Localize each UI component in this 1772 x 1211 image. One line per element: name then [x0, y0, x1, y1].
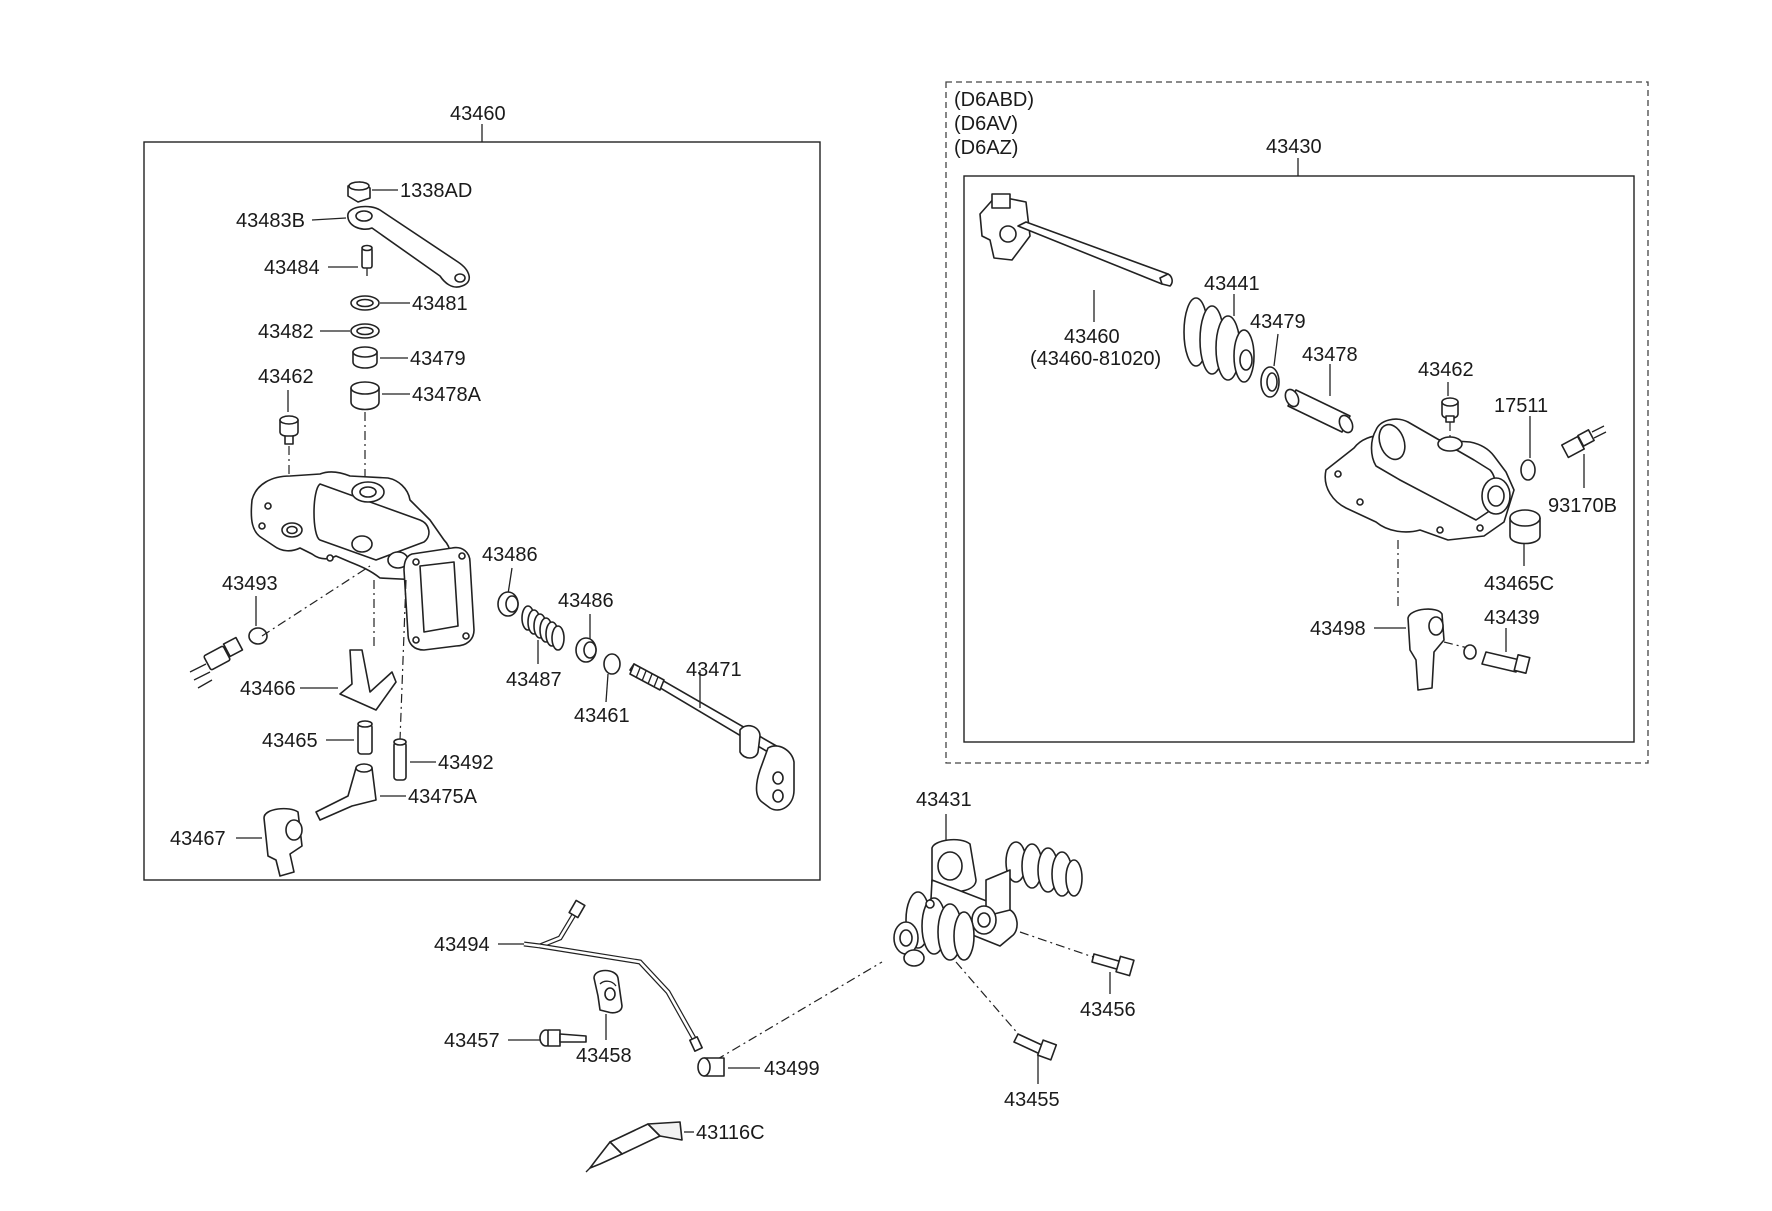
label-43483B[interactable]: 43483B [236, 210, 305, 232]
label-43499[interactable]: 43499 [764, 1058, 820, 1080]
right-assembly-frame [963, 175, 1635, 743]
clip-43458[interactable] [593, 969, 623, 1014]
switch-93170B[interactable] [1560, 425, 1607, 459]
lever-43483B[interactable] [347, 205, 470, 288]
housing-flange[interactable] [403, 546, 475, 651]
label-43460-right[interactable]: 43460 [1064, 326, 1120, 348]
washer-43481[interactable] [350, 295, 380, 311]
cup-43486a[interactable] [497, 591, 519, 617]
label-43462-left[interactable]: 43462 [258, 366, 314, 388]
label-43456[interactable]: 43456 [1080, 999, 1136, 1021]
label-43479-right[interactable]: 43479 [1250, 311, 1306, 333]
bolt-43456[interactable] [1091, 953, 1135, 977]
label-43460-81020[interactable]: (43460-81020) [1030, 348, 1161, 370]
label-43465C[interactable]: 43465C [1484, 573, 1554, 595]
oring-43461[interactable] [603, 653, 621, 675]
bush-43465C[interactable] [1509, 509, 1541, 545]
label-43465[interactable]: 43465 [262, 730, 318, 752]
label-43487[interactable]: 43487 [506, 669, 562, 691]
shift-cable-assy-43431[interactable] [893, 838, 1083, 967]
label-assembly-43460[interactable]: 43460 [450, 103, 506, 125]
pin-43492[interactable] [393, 738, 407, 781]
cap-43478A[interactable] [350, 381, 380, 411]
label-43457[interactable]: 43457 [444, 1030, 500, 1052]
oring-43493[interactable] [248, 627, 268, 645]
label-43431[interactable]: 43431 [916, 789, 972, 811]
variant-frame [945, 81, 1649, 764]
label-17511[interactable]: 17511 [1494, 395, 1548, 417]
boot-43441[interactable] [1183, 297, 1255, 383]
label-1338AD[interactable]: 1338AD [400, 180, 472, 202]
label-43462-right[interactable]: 43462 [1418, 359, 1474, 381]
label-43466[interactable]: 43466 [240, 678, 296, 700]
label-43479[interactable]: 43479 [410, 348, 466, 370]
lever-43467[interactable] [263, 807, 303, 877]
lever-43498[interactable] [1407, 608, 1445, 691]
rail-43460[interactable] [979, 193, 1173, 287]
pin-43484[interactable] [361, 244, 373, 277]
pin-43465[interactable] [357, 720, 373, 755]
variant-2[interactable]: (D6AV) [954, 113, 1018, 135]
label-43475A[interactable]: 43475A [408, 786, 478, 808]
washer-43439[interactable] [1463, 644, 1477, 660]
oring-17511[interactable] [1520, 459, 1536, 481]
variant-1[interactable]: (D6ABD) [954, 89, 1034, 111]
label-43467[interactable]: 43467 [170, 828, 226, 850]
label-43482[interactable]: 43482 [258, 321, 314, 343]
sealant-tube-43116C[interactable] [585, 1121, 683, 1173]
bush-43478[interactable] [1283, 387, 1355, 434]
nut-1338AD[interactable] [347, 181, 371, 203]
label-43498[interactable]: 43498 [1310, 618, 1366, 640]
ring-43479-right[interactable] [1260, 366, 1280, 398]
label-43484[interactable]: 43484 [264, 257, 320, 279]
fork-43475A[interactable] [315, 763, 377, 821]
plug-43462[interactable] [279, 415, 299, 445]
plug-43462-right[interactable] [1441, 397, 1459, 423]
label-43455[interactable]: 43455 [1004, 1089, 1060, 1111]
label-43439[interactable]: 43439 [1484, 607, 1540, 629]
shaft-43471[interactable] [629, 663, 795, 811]
label-43481[interactable]: 43481 [412, 293, 468, 315]
label-assembly-43430[interactable]: 43430 [1266, 136, 1322, 158]
label-43458[interactable]: 43458 [576, 1045, 632, 1067]
label-43116C[interactable]: 43116C [696, 1122, 765, 1144]
label-93170B[interactable]: 93170B [1548, 495, 1617, 517]
label-43493[interactable]: 43493 [222, 573, 278, 595]
label-43492[interactable]: 43492 [438, 752, 494, 774]
label-43471[interactable]: 43471 [686, 659, 742, 681]
label-43478A[interactable]: 43478A [412, 384, 482, 406]
variant-3[interactable]: (D6AZ) [954, 137, 1018, 159]
label-43478[interactable]: 43478 [1302, 344, 1358, 366]
bush-43479[interactable] [352, 346, 378, 369]
label-43494[interactable]: 43494 [434, 934, 490, 956]
spring-43487[interactable] [521, 605, 565, 651]
cup-43486b[interactable] [575, 637, 597, 663]
label-43461[interactable]: 43461 [574, 705, 630, 727]
bolt-43455[interactable] [1013, 1033, 1058, 1061]
label-43486-a[interactable]: 43486 [482, 544, 538, 566]
end-fitting-43499[interactable] [697, 1057, 725, 1077]
washer-43482[interactable] [350, 323, 380, 339]
shift-housing-right[interactable] [1324, 418, 1515, 541]
bolt-43439[interactable] [1481, 651, 1531, 675]
shift-housing[interactable] [250, 471, 451, 581]
bolt-43457[interactable] [539, 1029, 587, 1047]
pipe-43494[interactable] [523, 899, 703, 1052]
bracket-43466[interactable] [339, 649, 397, 711]
label-43486-b[interactable]: 43486 [558, 590, 614, 612]
label-43441[interactable]: 43441 [1204, 273, 1260, 295]
switch-sensor[interactable] [189, 636, 244, 689]
